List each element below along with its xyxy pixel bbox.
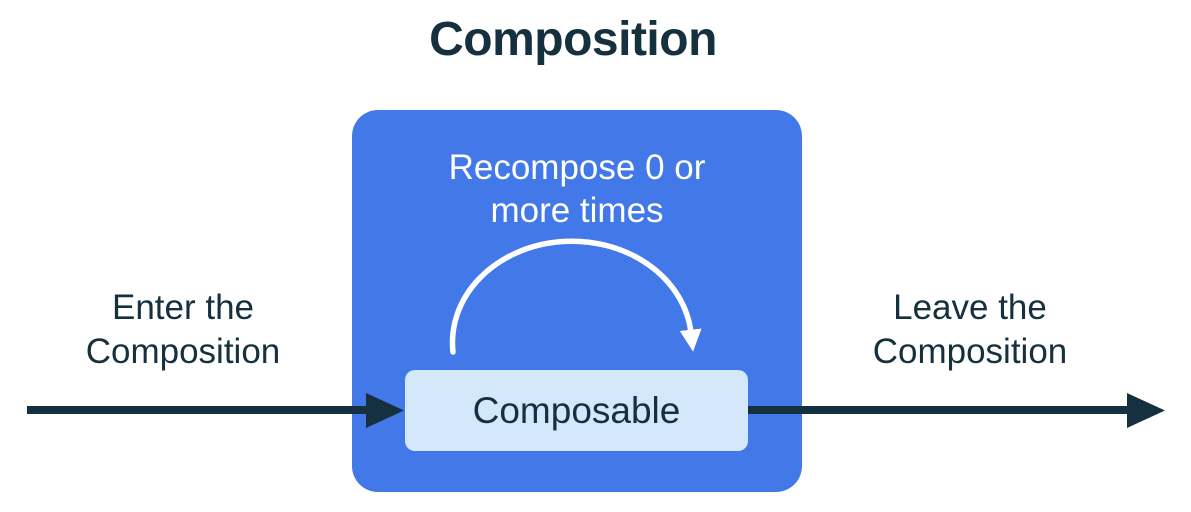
enter-composition-label: Enter the Composition	[85, 288, 281, 371]
enter-arrow-icon	[27, 393, 404, 428]
composable-label: Composable	[472, 389, 681, 431]
page-title: Composition	[429, 13, 717, 66]
leave-arrow-icon	[748, 393, 1165, 428]
leave-composition-label: Leave the Composition	[872, 288, 1068, 371]
recompose-label: Recompose 0 or more times	[448, 148, 706, 230]
composable-box: Composable	[405, 370, 748, 451]
